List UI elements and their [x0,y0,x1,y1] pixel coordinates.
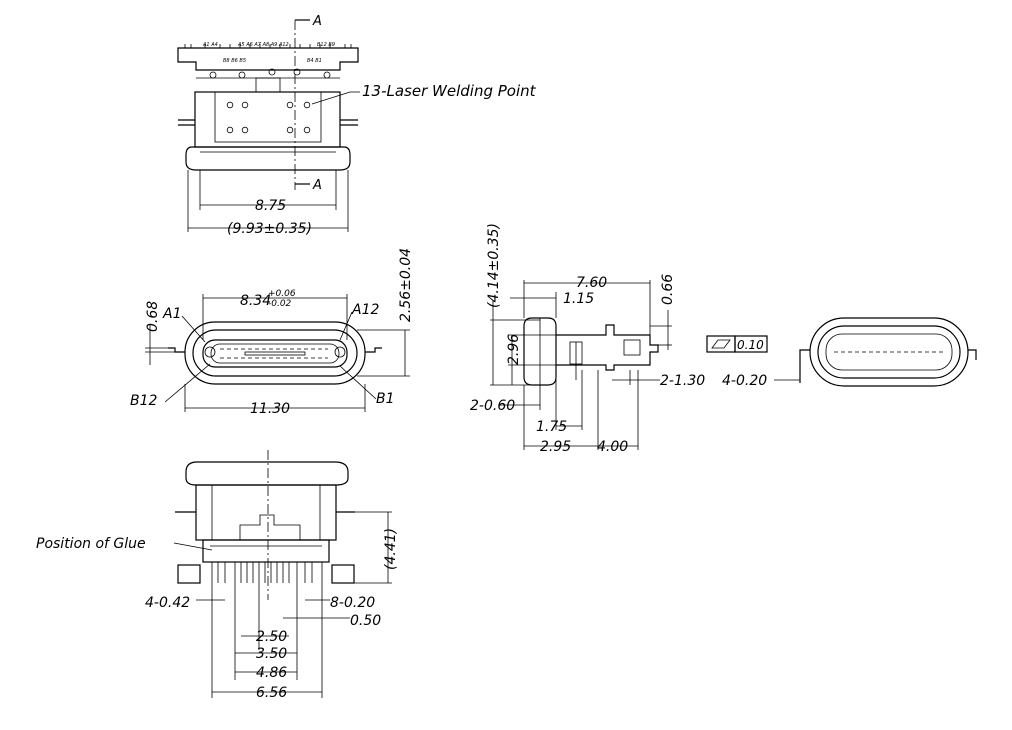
dim-4-86: 4.86 [256,665,287,681]
dim-2-0-60: 2-0.60 [470,398,515,414]
dim-6-56: 6.56 [256,685,287,701]
dim-0-68: 0.68 [145,301,161,332]
dim-2-95: 2.95 [540,439,571,455]
label-b1: B1 [376,391,395,407]
iso-view: 0.10 4-0.20 [706,317,977,389]
dim-2-50: 2.50 [256,629,287,645]
dim-11-30: 11.30 [250,401,290,417]
dim-2-56: 2.56±0.04 [398,248,414,322]
dim-4-00: 4.00 [597,439,628,455]
dim-8-75: 8.75 [255,198,286,214]
section-mark-bottom: A [312,178,322,193]
dim-3-50: 3.50 [256,646,287,662]
dim-2-96: 2.96 [506,334,522,365]
pin-label-b12-b9: B12 B9 [317,42,335,48]
dim-1-75: 1.75 [536,419,567,435]
top-view: A1 A4 A5 A6 A7 A8 A9 A12 B12 B9 B8 B6 B5… [177,14,537,237]
bottom-view: Position of Glue (4.41) 4-0.42 8-0.20 0.… [36,450,399,701]
pin-label-b8-b5: B8 B6 B5 [223,58,246,64]
dim-0-66: 0.66 [660,274,676,305]
dim-8-0-20: 8-0.20 [330,595,375,611]
side-view: (4.14±0.35) 2.96 7.60 1.15 0.66 2-0.60 1… [470,223,705,455]
laser-welding-callout: 13-Laser Welding Point [362,82,537,100]
dim-8-34: 8.34 [240,293,271,309]
label-a1: A1 [162,306,181,322]
dim-1-15: 1.15 [563,291,594,307]
dim-8-34-tol-plus: +0.06 [268,289,296,299]
dim-4-41: (4.41) [383,528,399,570]
dim-4-0-20: 4-0.20 [722,373,767,389]
dim-0-50: 0.50 [350,613,381,629]
flatness-tolerance: 0.10 [737,338,764,352]
dim-7-60: 7.60 [576,275,607,291]
dim-4-14: (4.14±0.35) [486,223,502,308]
glue-label: Position of Glue [36,536,146,552]
dim-2-1-30: 2-1.30 [660,373,705,389]
front-view: A1 A12 B12 B1 8.34 +0.06 -0.02 2.56±0.04… [130,248,414,417]
label-a12: A12 [351,302,379,318]
pin-label-a1-a4: A1 A4 [202,42,218,48]
section-mark-top: A [312,14,322,29]
dim-9-93: (9.93±0.35) [227,221,312,237]
dim-4-0-42: 4-0.42 [145,595,190,611]
dim-8-34-tol-minus: -0.02 [268,299,292,309]
pin-label-a5-a12: A5 A6 A7 A8 A9 A12 [237,42,289,48]
label-b12: B12 [130,393,158,409]
pin-label-b4-b1: B4 B1 [307,58,322,64]
